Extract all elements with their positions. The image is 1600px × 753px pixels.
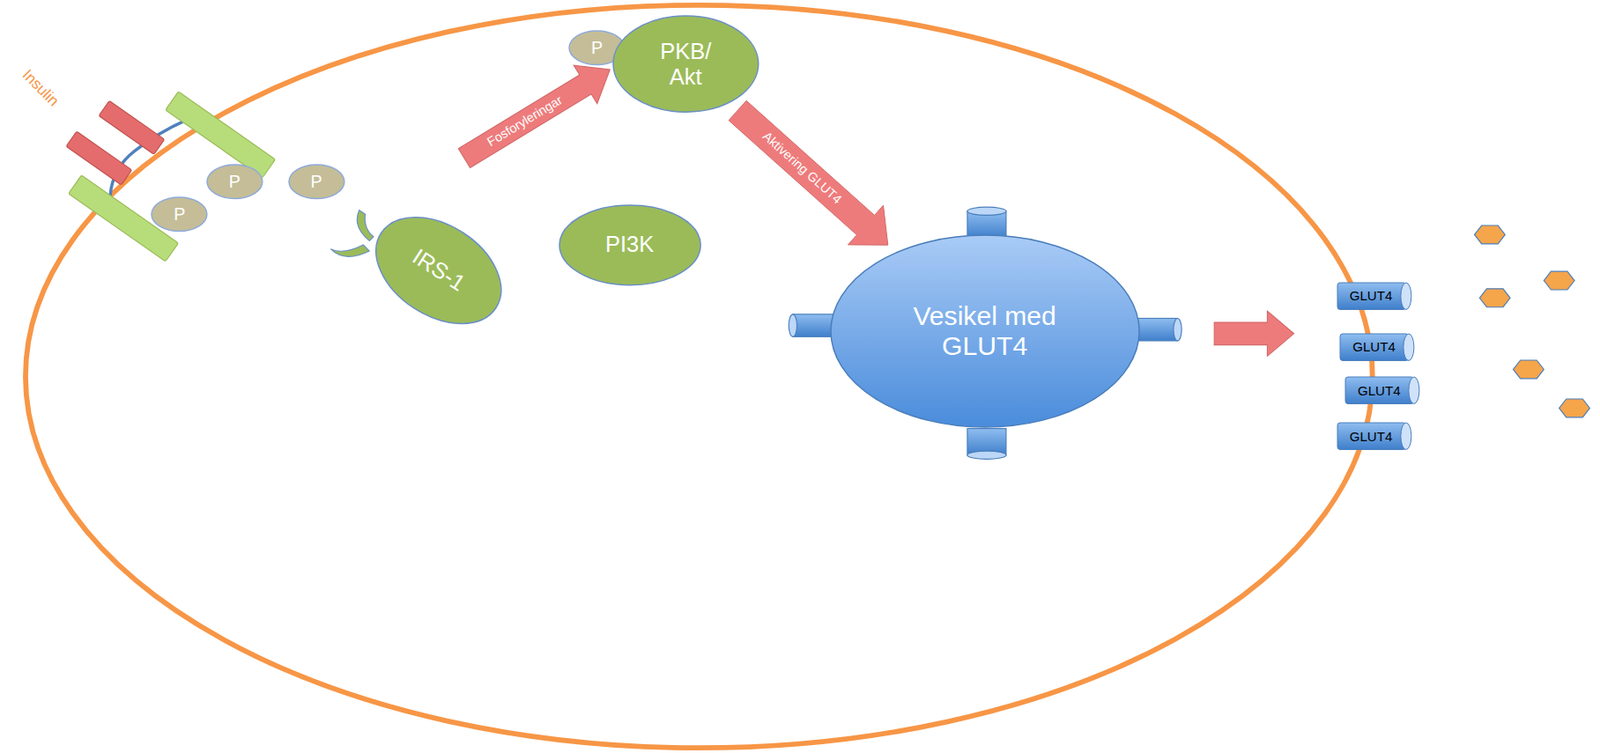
node-label: GLUT4 — [1357, 383, 1401, 399]
protein-ellipse: IRS-1 — [355, 193, 523, 347]
arrow-label: Fosforyleringar — [485, 93, 566, 150]
node-label: GLUT4 — [1352, 339, 1396, 355]
node-label: GLUT4 — [1349, 429, 1393, 445]
node-label: P — [229, 171, 241, 193]
node-text-box: P — [173, 204, 186, 225]
glut4-channel: GLUT4 — [1339, 333, 1416, 362]
node-text-box: Vesikel med GLUT4 — [882, 301, 1088, 363]
node-label: P — [173, 204, 186, 225]
molecule-label: Insulin — [19, 66, 63, 110]
vesicle-ellipse: Vesikel med GLUT4 — [829, 234, 1141, 429]
node-label: P — [591, 37, 603, 59]
block-arrow — [728, 100, 889, 245]
phosphate-circle: P — [206, 163, 264, 200]
node-text-box: GLUT4 — [1349, 429, 1393, 445]
node-label: P — [310, 171, 322, 193]
insulin-receptor — [66, 91, 275, 262]
node-label: Vesikel med GLUT4 — [882, 301, 1088, 363]
phosphate-circle: P — [150, 196, 208, 233]
node-text-box: P — [229, 171, 241, 193]
arrow-label: Aktivering GLUT4 — [759, 129, 845, 208]
node-label: GLUT4 — [1349, 288, 1393, 304]
block-arrow — [1214, 311, 1294, 356]
node-text-box: P — [310, 171, 322, 193]
node-text-box: GLUT4 — [1357, 383, 1401, 399]
node-text-box: GLUT4 — [1352, 339, 1396, 355]
glucose-molecules — [1474, 225, 1591, 418]
node-label: PI3K — [605, 231, 654, 258]
cell-membrane — [25, 5, 1373, 749]
glut4-channel: GLUT4 — [1336, 281, 1414, 311]
node-text-box: GLUT4 — [1349, 288, 1393, 304]
node-text-box: PI3K — [605, 231, 654, 258]
node-label: PKB/ Akt — [659, 38, 712, 91]
glut4-channel: GLUT4 — [1344, 376, 1422, 405]
node-text-box: PKB/ Akt — [659, 38, 712, 91]
phosphate-circle: P — [288, 163, 346, 200]
protein-ellipse: PKB/ Akt — [612, 14, 760, 113]
glut4-channel: GLUT4 — [1336, 422, 1414, 451]
binding-site — [330, 210, 374, 258]
protein-ellipse: PI3K — [558, 204, 702, 287]
block-arrow — [452, 50, 623, 178]
node-text-box: P — [591, 37, 603, 59]
